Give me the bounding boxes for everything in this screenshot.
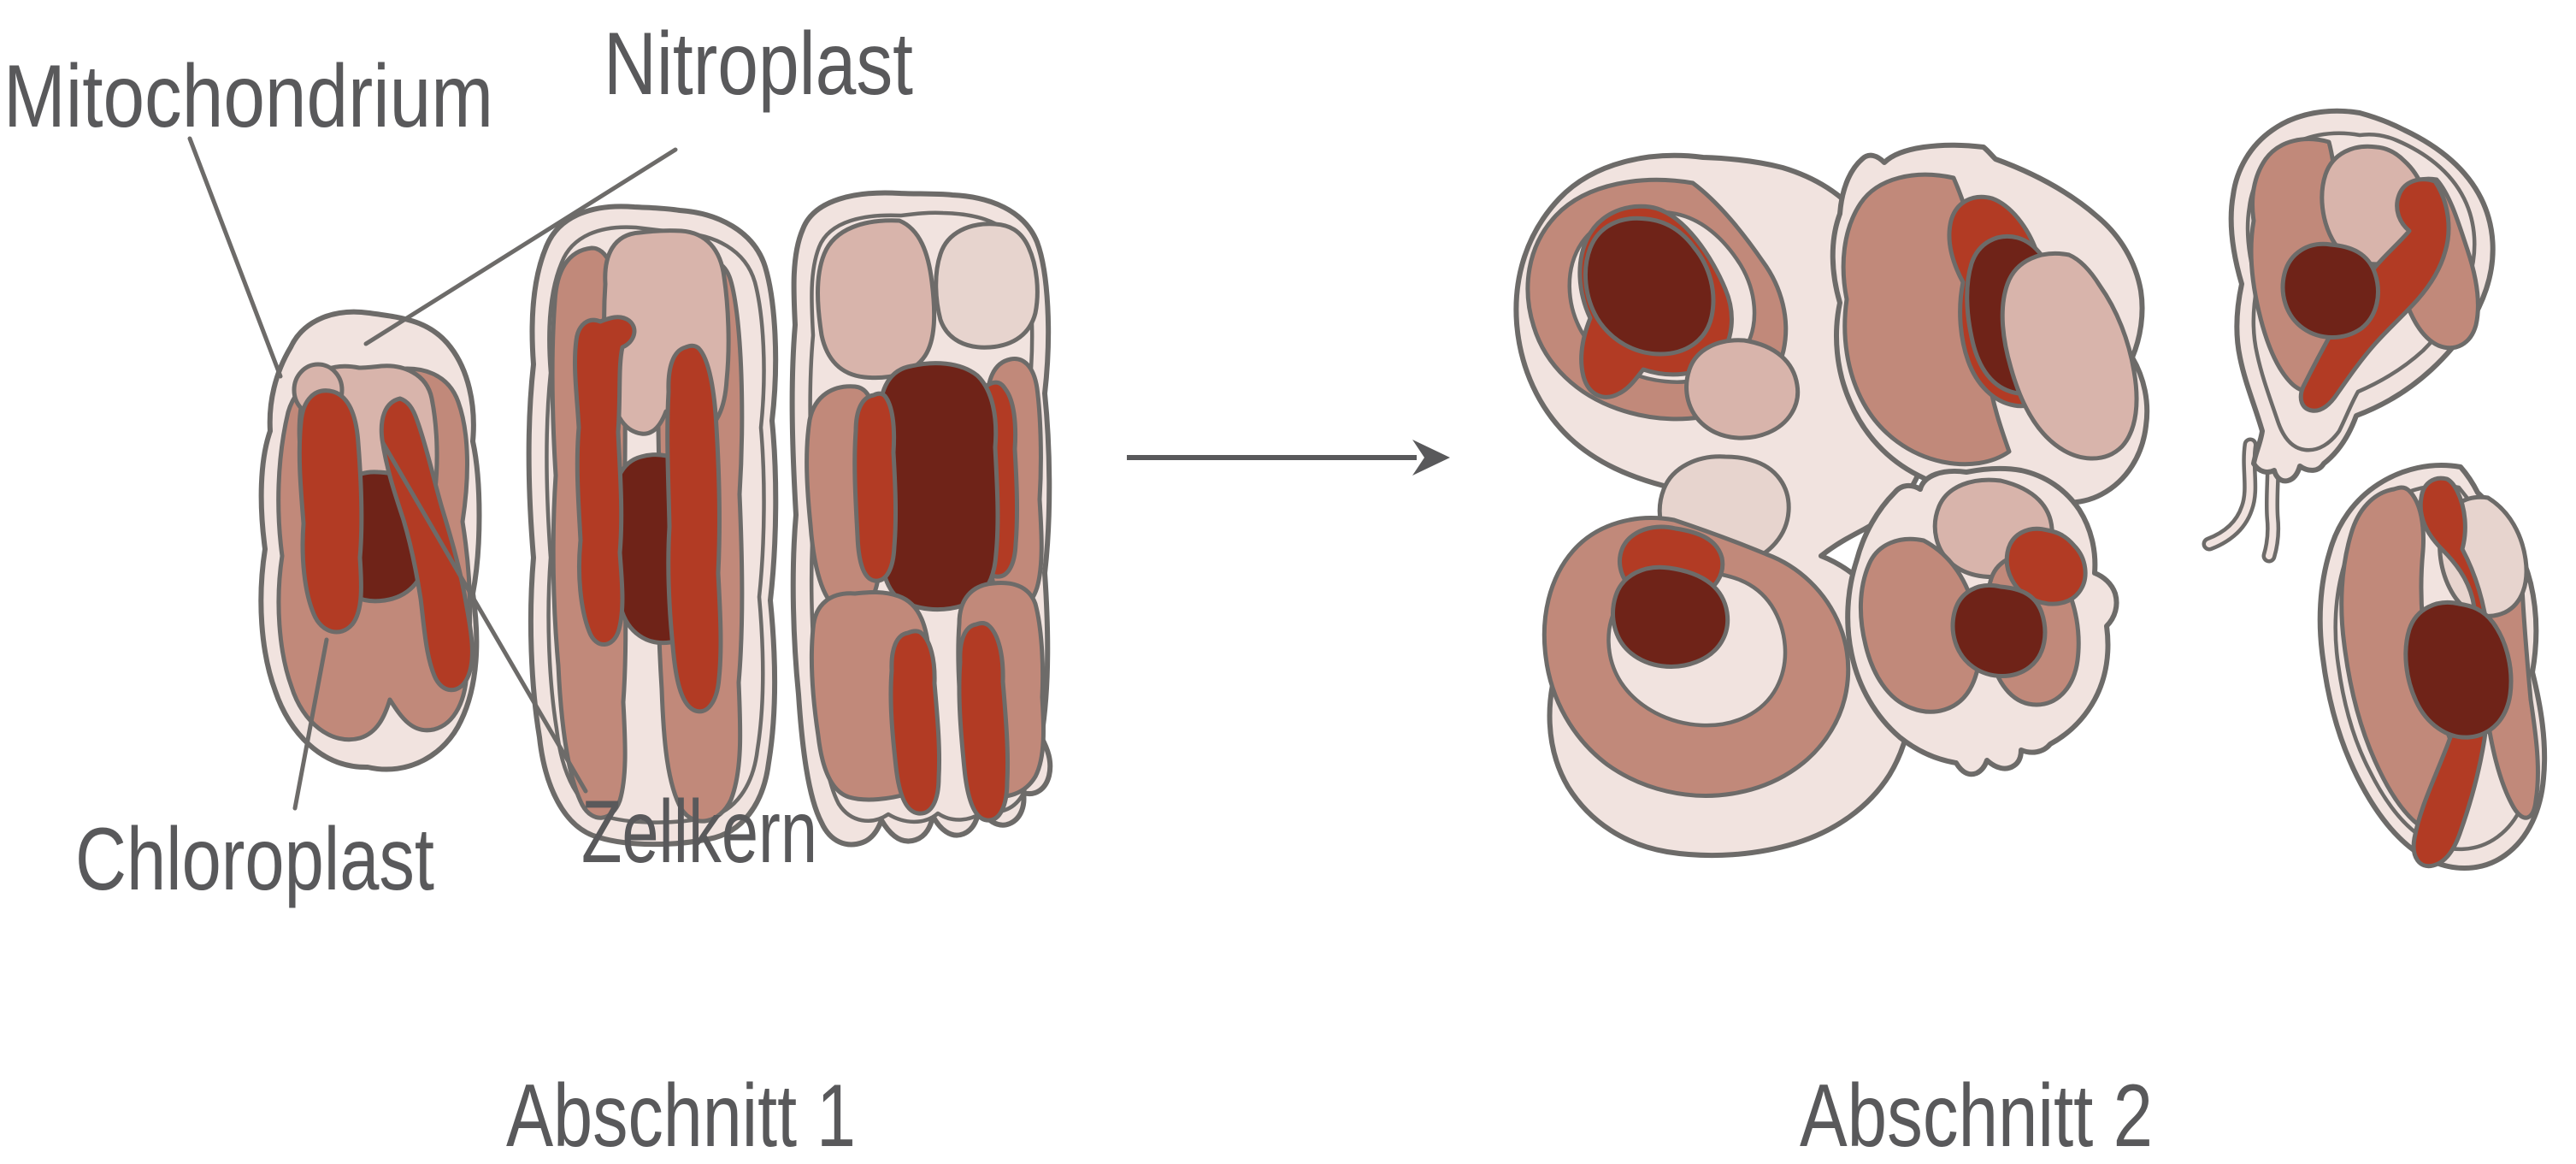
cell3-vacuole-pale xyxy=(934,222,1040,350)
cell1-nitroplast-left xyxy=(297,388,364,635)
annotation-labels: Mitochondrium Nitroplast Chloroplast Zel… xyxy=(3,15,913,909)
leader-line-zellkern xyxy=(380,440,588,794)
transition-arrow xyxy=(1127,440,1450,476)
arrow-head xyxy=(1412,440,1450,476)
leader-line-mitochondrium xyxy=(187,136,283,379)
label-nitroplast: Nitroplast xyxy=(604,15,913,114)
label-mitochondrium: Mitochondrium xyxy=(3,47,493,146)
cell3-nitroplast-left xyxy=(852,391,899,583)
cluster1-bottom-nucleus xyxy=(1611,564,1730,669)
cluster1-dividing-pair xyxy=(1513,152,1926,859)
annotation-leader-lines xyxy=(187,136,678,811)
cluster2-bottom-nitroplast xyxy=(2004,526,2088,606)
cell2-nitroplast-left xyxy=(572,315,637,647)
bottom-right-nucleus xyxy=(2403,600,2514,740)
cluster2-top-mitochondrium xyxy=(2000,251,2139,461)
section2-cells xyxy=(1513,108,2548,871)
cluster1-top-nucleus xyxy=(1583,216,1716,357)
section2-title: Abschnitt 2 xyxy=(1800,1067,2153,1164)
cell-flagellated xyxy=(2202,108,2496,564)
cell3-tall xyxy=(789,190,1053,848)
section1-cells xyxy=(258,190,1053,848)
section-titles: Abschnitt 1 Abschnitt 2 xyxy=(506,1067,2153,1164)
label-zellkern: Zellkern xyxy=(581,783,817,882)
section1-title: Abschnitt 1 xyxy=(506,1067,856,1164)
cell1-small xyxy=(258,309,482,772)
cell1-nitroplast-right xyxy=(379,396,475,693)
leader-line-chloroplast xyxy=(292,637,329,811)
leader-line-nitroplast xyxy=(363,147,678,346)
flagellum-left-core xyxy=(2206,441,2254,547)
cell2-nitroplast-right xyxy=(665,343,723,714)
cell3-mitochondrium xyxy=(816,218,937,381)
cell2-tall xyxy=(526,204,779,848)
cluster2-dividing-pair xyxy=(1830,142,2150,777)
cluster1-mitochondrium-upper xyxy=(1684,338,1801,440)
label-chloroplast: Chloroplast xyxy=(75,810,434,909)
cell3-nitroplast-bottom-right xyxy=(957,621,1011,823)
bottom-right-nitroplast xyxy=(2411,476,2492,869)
cluster2-bottom-nucleus xyxy=(1950,583,2048,678)
flagellated-nucleus xyxy=(2280,241,2380,340)
cell3-nitroplast-bottom-left xyxy=(888,629,942,816)
cell-bottom-right xyxy=(2317,463,2548,871)
